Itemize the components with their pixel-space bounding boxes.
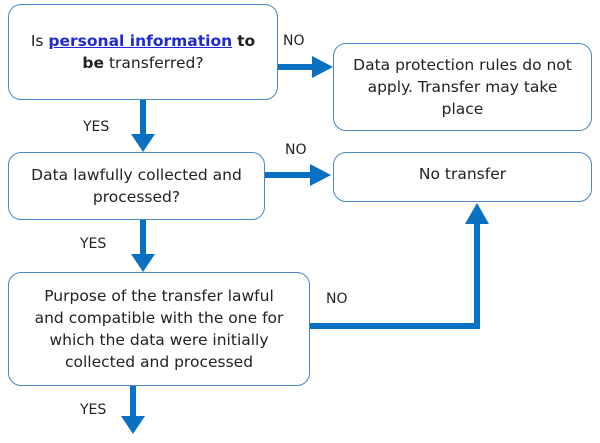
q3-text: Purpose of the transfer lawful and compa…: [34, 287, 284, 371]
personal-information-link[interactable]: personal information: [48, 32, 233, 50]
q1-bold-be: be: [82, 54, 105, 72]
arrowhead-q2-to-q3: [131, 254, 155, 272]
arrowhead-q1-no: [312, 56, 333, 78]
arrowhead-q2-no: [310, 164, 331, 186]
label-no-3: NO: [326, 291, 348, 307]
q1-suffix-transferred: transferred?: [108, 54, 204, 72]
result-rules-text: Data protection rules do not apply. Tran…: [353, 56, 572, 118]
question-purpose-compatible: Purpose of the transfer lawful and compa…: [8, 272, 310, 386]
result-rules-do-not-apply: Data protection rules do not apply. Tran…: [333, 43, 592, 131]
arrowhead-q3-no: [465, 203, 489, 224]
label-no-2: NO: [285, 142, 307, 158]
q2-text: Data lawfully collected and processed?: [31, 166, 242, 206]
label-no-1: NO: [283, 33, 305, 49]
arrowhead-q1-to-q2: [131, 134, 155, 152]
q1-suffix-to: to: [237, 32, 256, 50]
question-personal-information: Is personal information to be transferre…: [8, 4, 278, 100]
no-transfer-text: No transfer: [418, 165, 507, 183]
arrowhead-q3-yes: [121, 416, 145, 434]
q1-prefix: Is: [30, 32, 44, 50]
label-yes-1: YES: [83, 119, 110, 135]
label-yes-2: YES: [80, 236, 107, 252]
label-yes-3: YES: [80, 402, 107, 418]
result-no-transfer: No transfer: [333, 152, 592, 202]
question-lawfully-collected: Data lawfully collected and processed?: [8, 152, 265, 220]
arrow-q3-no: [310, 222, 480, 329]
